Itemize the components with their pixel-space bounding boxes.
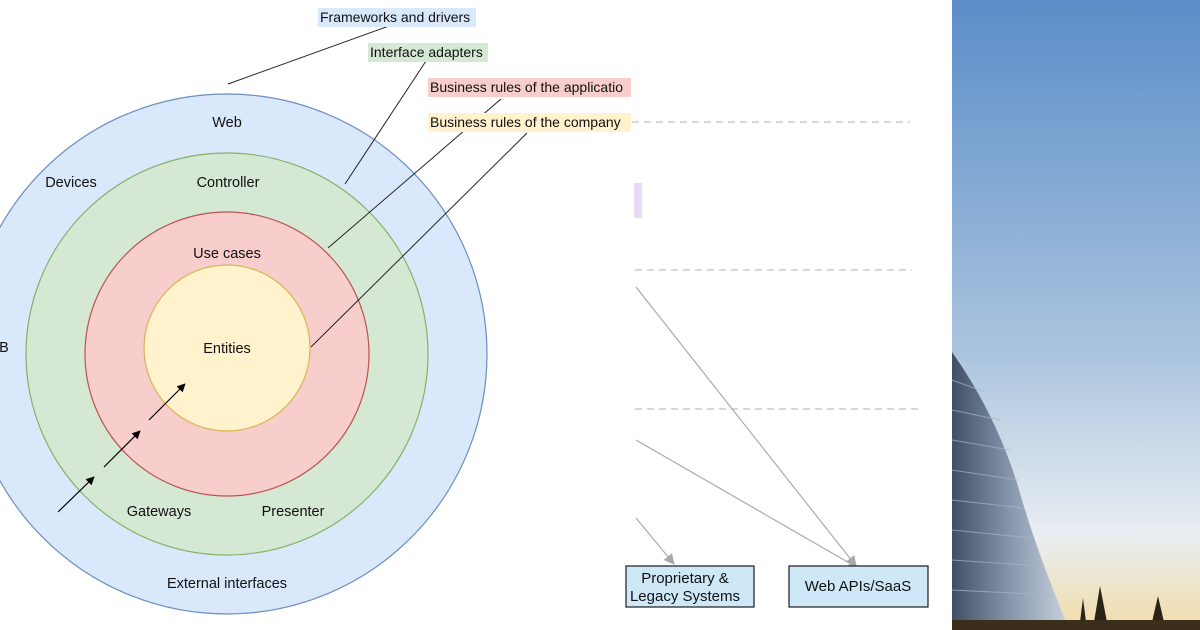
connector-line <box>635 439 859 569</box>
legend-frameworks-label: Frameworks and drivers <box>320 9 470 25</box>
web-apis-box: Web APIs/SaaS <box>788 565 929 608</box>
legend-company-rules-label: Business rules of the company <box>430 114 621 130</box>
leader-line-company-rules <box>310 132 528 348</box>
legend-app-rules: Business rules of the applicatio <box>428 78 631 97</box>
legend-frameworks: Frameworks and drivers <box>318 8 476 27</box>
leader-line-frameworks <box>227 25 390 85</box>
label-external-interfaces: External interfaces <box>167 576 287 592</box>
proprietary-line1: Proprietary & <box>641 570 729 587</box>
tree-silhouette <box>1080 598 1086 622</box>
photo-panel <box>951 0 1200 630</box>
ground <box>952 620 1200 630</box>
label-web: Web <box>212 115 242 131</box>
legend-interface-adapters: Interface adapters <box>368 43 488 62</box>
label-presenter: Presenter <box>262 504 325 520</box>
legend-interface-adapters-label: Interface adapters <box>370 44 483 60</box>
proprietary-legacy-box: Proprietary & Legacy Systems <box>625 565 755 608</box>
legend-company-rules: Business rules of the company <box>428 113 631 132</box>
building-stripes <box>951 379 1053 596</box>
tree-silhouette <box>1152 596 1164 622</box>
connector-line <box>635 517 675 565</box>
dependency-arrow <box>103 430 141 468</box>
building-shape <box>952 352 1068 626</box>
label-devices: Devices <box>45 175 97 191</box>
connector-line <box>635 286 857 567</box>
leader-line-interface-adapters <box>344 60 427 185</box>
label-gateways: Gateways <box>127 504 191 520</box>
dependency-arrow <box>148 383 186 421</box>
web-apis-label: Web APIs/SaaS <box>805 578 911 595</box>
label-entities: Entities <box>203 341 251 357</box>
layer-diagram: Proprietary & Legacy Systems Web APIs/Sa… <box>625 121 929 608</box>
label-use-cases: Use cases <box>193 246 261 262</box>
legend-app-rules-label: Business rules of the applicatio <box>430 79 623 95</box>
label-controller: Controller <box>197 175 260 191</box>
label-db: B <box>0 340 9 356</box>
clean-architecture-diagram: Web Devices B External interfaces Contro… <box>0 8 631 615</box>
proprietary-line2: Legacy Systems <box>630 588 740 605</box>
tree-silhouette <box>1094 586 1107 622</box>
dependency-arrow <box>57 476 95 513</box>
purple-chip <box>634 183 642 218</box>
